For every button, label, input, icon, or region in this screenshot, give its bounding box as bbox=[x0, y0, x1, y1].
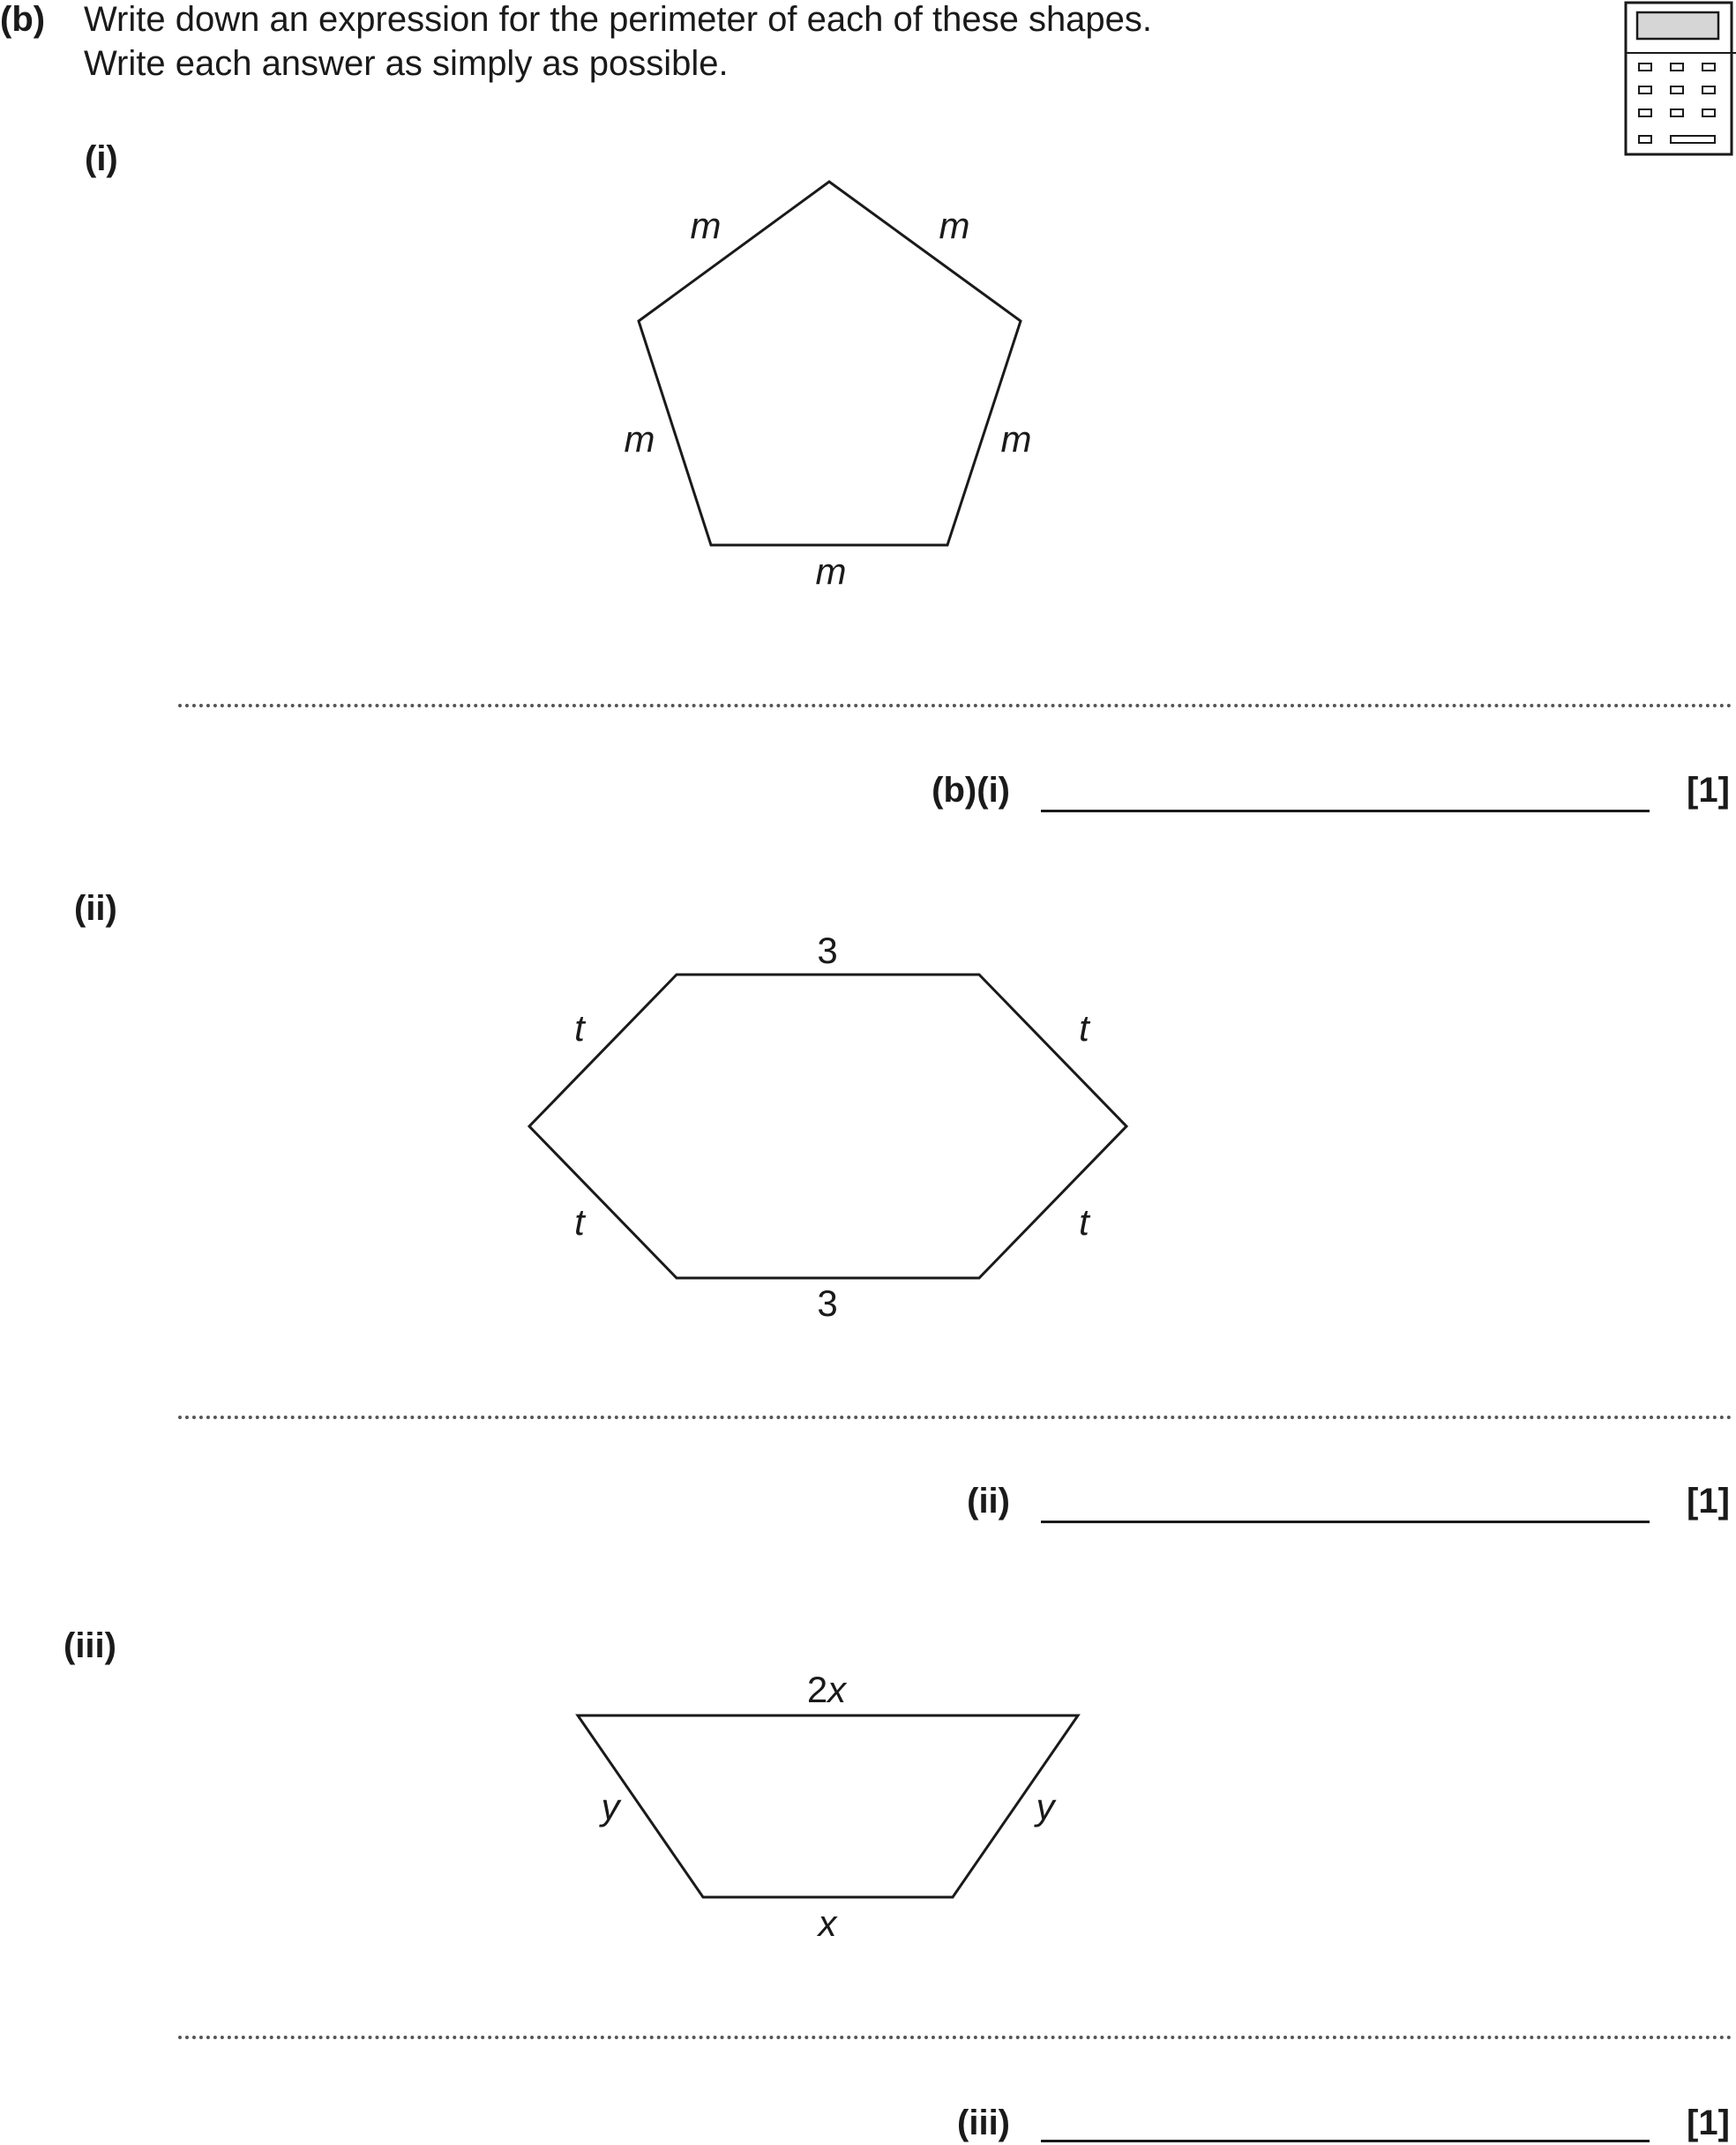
pentagon-figure: m m m m m bbox=[625, 180, 1032, 592]
trapezium-bottom-label: x bbox=[817, 1902, 839, 1944]
answer-label-i: (b)(i) bbox=[932, 771, 1010, 810]
calculator-icon bbox=[1624, 1, 1736, 156]
part-iii-label: (iii) bbox=[64, 1626, 116, 1665]
answer-line-ii[interactable] bbox=[1041, 1521, 1650, 1523]
trapezium-shape bbox=[575, 1714, 1081, 1899]
working-dotted-line bbox=[178, 2036, 1732, 2039]
working-dotted-line bbox=[178, 704, 1732, 707]
hexagon-shape bbox=[527, 973, 1129, 1280]
trapezium-top-label: 2x bbox=[807, 1669, 848, 1710]
instruction-line-1: Write down an expression for the perimet… bbox=[84, 0, 1153, 39]
pentagon-side-label: m bbox=[816, 550, 847, 592]
hexagon-side-label: t bbox=[574, 1007, 587, 1049]
part-ii-label: (ii) bbox=[74, 889, 117, 928]
hexagon-bottom-label: 3 bbox=[817, 1282, 837, 1324]
pentagon-shape bbox=[637, 180, 1022, 547]
pentagon-side-label: m bbox=[625, 418, 655, 460]
pentagon-side-label: m bbox=[939, 205, 970, 246]
pentagon-side-label: m bbox=[691, 205, 722, 246]
hexagon-side-label: t bbox=[1079, 1201, 1091, 1243]
trapezium-right-label: y bbox=[1034, 1786, 1058, 1827]
answer-line-iii[interactable] bbox=[1041, 2140, 1650, 2142]
hexagon-figure: 3 t t t t 3 bbox=[527, 930, 1129, 1324]
mark-iii: [1] bbox=[1687, 2104, 1730, 2142]
trapezium-left-label: y bbox=[599, 1786, 623, 1827]
mark-ii: [1] bbox=[1687, 1482, 1730, 1521]
pentagon-side-label: m bbox=[1001, 418, 1032, 460]
instruction-line-2: Write each answer as simply as possible. bbox=[84, 44, 729, 83]
hexagon-top-label: 3 bbox=[817, 930, 837, 971]
hexagon-side-label: t bbox=[574, 1201, 587, 1243]
trapezium-figure: 2x y y x bbox=[575, 1669, 1081, 1944]
answer-label-iii: (iii) bbox=[957, 2104, 1010, 2142]
working-dotted-line bbox=[178, 1416, 1732, 1419]
part-i-label: (i) bbox=[85, 139, 118, 178]
hexagon-side-label: t bbox=[1079, 1007, 1091, 1049]
answer-label-ii: (ii) bbox=[967, 1482, 1010, 1521]
mark-i: [1] bbox=[1687, 771, 1730, 810]
answer-line-i[interactable] bbox=[1041, 810, 1650, 812]
part-label: (b) bbox=[0, 0, 46, 39]
